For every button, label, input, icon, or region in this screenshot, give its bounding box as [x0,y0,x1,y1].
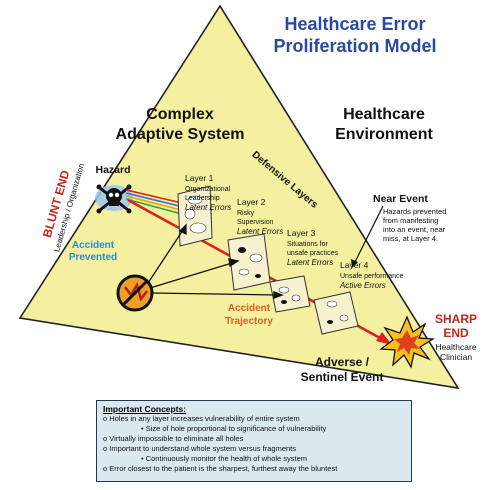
concepts-heading: Important Concepts: [103,404,187,414]
near-event-line-3: into an event, near [383,225,446,234]
prevention-arrows [147,223,284,299]
concept-subitem: • Size of hole proportional to significa… [141,424,327,433]
sharp-end-line-2: END [443,326,469,340]
near-event-description: Hazards prevented from manifesting into … [383,207,446,243]
accident-prevented-label: Accident Prevented [69,240,117,263]
layer-3-line-1: Situations for [287,241,329,248]
complex-label-1: Complex [146,106,214,123]
trajectory-label-1: Accident [228,303,271,314]
layer-2-text: Layer 2 Risky Supervision Latent Errors [237,197,283,236]
near-event-line-4: miss, at Layer 4. [383,234,438,243]
complex-label-2: Adaptive System [116,126,245,143]
clinician-line-2: Clinician [440,352,472,362]
accident-prevented-line-2: Prevented [69,252,117,263]
title-line-1: Healthcare Error [284,14,425,34]
layer-1-error: Latent Errors [185,203,231,212]
near-event-arrowhead [351,259,358,268]
near-event-line-1: Hazards prevented [383,207,446,216]
clinician-line-1: Healthcare [435,342,476,352]
concept-item: o Important to understand whole system v… [103,444,297,453]
concept-item: o Virtually impossible to eliminate all … [103,434,244,443]
skull-crossbones-icon [95,184,133,214]
trajectory-arrowhead [376,332,392,345]
environment-label-2: Environment [335,126,433,143]
concept-item: o Holes in any layer increases vulnerabi… [103,414,300,423]
trajectory-label-2: Trajectory [225,316,273,327]
layer-4-error: Active Errors [339,281,386,290]
layer-3-line-2: unsafe practices [287,250,338,257]
layer-2-line-2: Supervision [237,219,274,226]
layer-3-error: Latent Errors [287,258,333,267]
layer-1-line-1: Organizational [185,186,231,193]
sharp-end-line-1: SHARP [435,312,477,326]
accident-prevented-line-1: Accident [72,240,115,251]
layer-3-slab [269,275,311,313]
layer-3-name: Layer 3 [287,228,316,238]
environment-label-1: Healthcare [343,106,425,123]
title-line-2: Proliferation Model [273,36,436,56]
near-event-line-2: from manifesting [383,216,438,225]
blocked-circle-icon [116,274,154,312]
important-concepts-box: Important Concepts: o Holes in any layer… [96,400,412,482]
near-event-pointer [354,205,384,263]
layer-1-text: Layer 1 Organizational Leadership Latent… [185,173,231,212]
near-event-title: Near Event [373,193,428,205]
layer-4-slab [313,291,359,335]
hazard-label: Hazard [95,164,130,176]
layer-1-line-2: Leadership [185,195,220,202]
layer-3-text: Layer 3 Situations for unsafe practices … [287,228,338,267]
layer-2-line-1: Risky [237,210,255,217]
concept-subitem: • Continuously monitor the health of who… [141,454,308,463]
layer-4-line-1: Unsafe performance [340,273,404,280]
concept-item: o Error closest to the patient is the sh… [103,464,338,473]
layer-2-error: Latent Errors [237,227,283,236]
layer-1-name: Layer 1 [185,173,214,183]
explosion-icon [379,315,436,369]
layer-2-name: Layer 2 [237,197,266,207]
adverse-event-line-2: Sentinel Event [301,370,384,384]
adverse-event-line-1: Adverse / [315,355,370,369]
